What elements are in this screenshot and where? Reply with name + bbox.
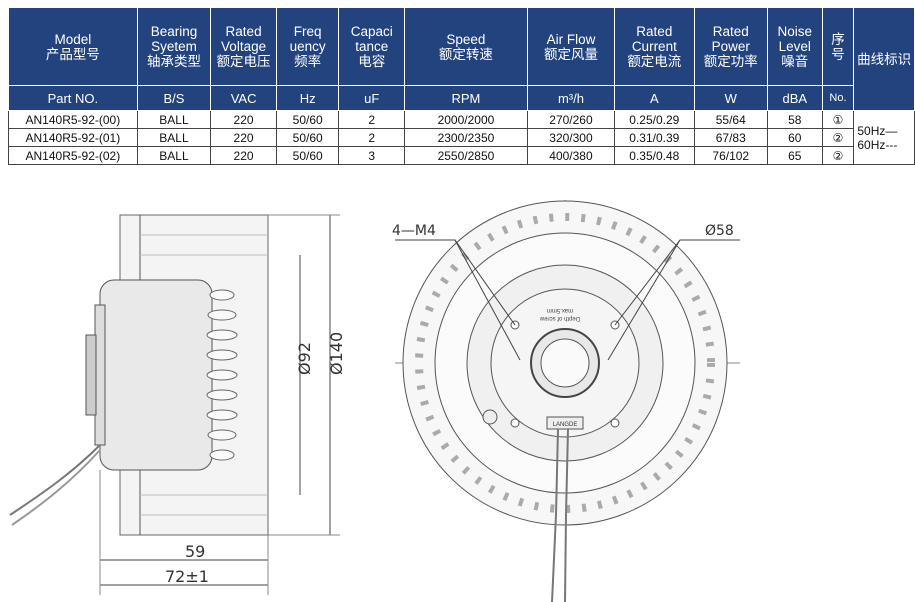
cell-airflow: 400/380: [526, 146, 616, 165]
table-row: AN140R5-92-(02) BALL 220 50/60 3 2550/28…: [8, 146, 915, 165]
cell-bearing: BALL: [136, 110, 212, 129]
cell-model: AN140R5-92-(01): [8, 128, 138, 147]
cell-index: ①: [821, 110, 855, 129]
legend-50hz: 50Hz—: [857, 123, 898, 138]
cell-voltage: 220: [210, 146, 277, 165]
cell-power: 76/102: [693, 146, 768, 165]
technical-drawing: Ø92 Ø140 59 72±1 4—M4 Ø58 Depth of screw…: [9, 200, 740, 602]
unit-index: No.: [821, 85, 855, 111]
cell-speed: 2550/2850: [404, 146, 528, 165]
unit-model: Part NO.: [8, 85, 138, 111]
unit-frequency: Hz: [275, 85, 340, 111]
cell-capacitance: 2: [338, 128, 406, 147]
cell-index: ②: [821, 146, 855, 165]
unit-bearing: B/S: [136, 85, 212, 111]
holes-label: 4—M4: [392, 223, 436, 239]
front-view: [395, 200, 740, 602]
dim-92-label: Ø92: [295, 342, 314, 375]
legend-60hz: 60Hz---: [857, 137, 898, 152]
cell-noise: 65: [766, 146, 823, 165]
curve-legend: 50Hz—60Hz---: [853, 110, 915, 165]
dim-72-label: 72±1: [165, 567, 209, 586]
cell-model: AN140R5-92-(02): [8, 146, 138, 165]
cell-airflow: 320/300: [526, 128, 616, 147]
table-row: AN140R5-92-(00) BALL 220 50/60 2 2000/20…: [8, 110, 915, 165]
dim-140-label: Ø140: [327, 332, 346, 375]
cell-bearing: BALL: [136, 128, 212, 147]
cell-current: 0.25/0.29: [614, 110, 695, 129]
cell-current: 0.35/0.48: [614, 146, 695, 165]
cell-speed: 2000/2000: [404, 110, 528, 129]
cell-power: 67/83: [693, 128, 768, 147]
depth-max-label: max.5mm: [547, 307, 573, 313]
unit-current: A: [614, 85, 695, 111]
col-header-curve: 曲线标识: [853, 7, 915, 111]
cell-bearing: BALL: [136, 146, 212, 165]
unit-voltage: VAC: [210, 85, 277, 111]
cell-voltage: 220: [210, 128, 277, 147]
brand-label: LANGDE: [553, 422, 578, 428]
cell-noise: 58: [766, 110, 823, 129]
cell-capacitance: 3: [338, 146, 406, 165]
side-view: [9, 214, 340, 595]
table-row: AN140R5-92-(01) BALL 220 50/60 2 2300/23…: [8, 128, 915, 147]
cell-power: 55/64: [693, 110, 768, 129]
cell-frequency: 50/60: [275, 110, 340, 129]
cell-voltage: 220: [210, 110, 277, 129]
unit-speed: RPM: [404, 85, 528, 111]
cell-speed: 2300/2350: [404, 128, 528, 147]
unit-power: W: [693, 85, 768, 111]
cell-current: 0.31/0.39: [614, 128, 695, 147]
cell-airflow: 270/260: [526, 110, 616, 129]
dim-59-label: 59: [185, 542, 205, 561]
cell-model: AN140R5-92-(00): [8, 110, 138, 129]
col-header-index: 序号: [821, 7, 855, 86]
unit-capacitance: uF: [338, 85, 406, 111]
depth-label: Depth of screw: [539, 315, 580, 321]
unit-noise: dBA: [766, 85, 823, 111]
cell-noise: 60: [766, 128, 823, 147]
dia-58-label: Ø58: [705, 223, 734, 239]
cell-capacitance: 2: [338, 110, 406, 129]
cell-frequency: 50/60: [275, 128, 340, 147]
cell-index: ②: [821, 128, 855, 147]
unit-airflow: m³/h: [526, 85, 616, 111]
cell-frequency: 50/60: [275, 146, 340, 165]
